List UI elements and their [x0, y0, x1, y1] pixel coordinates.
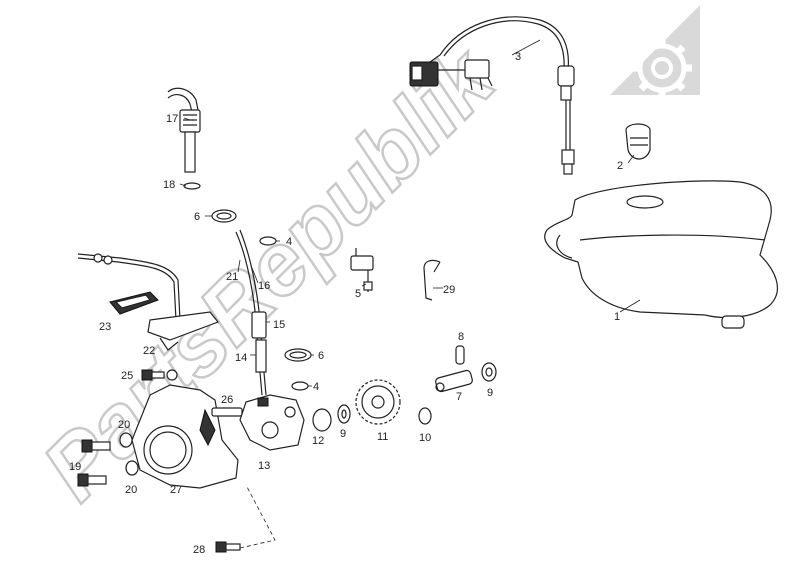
bolt-small-part[interactable]	[141, 369, 178, 381]
callout-26[interactable]: 26	[221, 394, 233, 406]
callout-20-lower[interactable]: 20	[125, 484, 137, 496]
logo-triangle	[610, 5, 700, 95]
leader-lines	[179, 39, 641, 387]
callout-17[interactable]: 17	[166, 113, 178, 125]
screw-part[interactable]	[215, 484, 276, 553]
tank-cap-part[interactable]	[625, 123, 651, 160]
washer-left-part[interactable]	[337, 404, 351, 424]
hose-clamp-lower-part[interactable]	[284, 348, 312, 362]
callout-14[interactable]: 14	[235, 352, 247, 364]
callout-21[interactable]: 21	[226, 271, 238, 283]
washer-right-part[interactable]	[481, 362, 497, 382]
callout-6-lower[interactable]: 6	[318, 350, 324, 362]
callout-25[interactable]: 25	[121, 370, 133, 382]
callout-27[interactable]: 27	[170, 484, 182, 496]
callout-22[interactable]: 22	[143, 345, 155, 357]
callouts: 1 2 3 4 4 5 6 6 7 8 9 9 10 11 12 13 14 1…	[69, 51, 623, 556]
cable-bracket-part[interactable]	[77, 253, 219, 351]
callout-8[interactable]: 8	[458, 331, 464, 343]
shaft-part[interactable]	[211, 407, 243, 417]
callout-12[interactable]: 12	[312, 435, 324, 447]
callout-16[interactable]: 16	[258, 280, 270, 292]
callout-2[interactable]: 2	[617, 160, 623, 172]
callout-23[interactable]: 23	[99, 321, 111, 333]
pin-part[interactable]	[455, 345, 465, 365]
callout-9-right[interactable]: 9	[487, 387, 493, 399]
callout-15[interactable]: 15	[273, 319, 285, 331]
callout-19[interactable]: 19	[69, 461, 81, 473]
callout-6-upper[interactable]: 6	[194, 211, 200, 223]
callout-7[interactable]: 7	[456, 391, 462, 403]
worm-shaft-part[interactable]	[435, 369, 473, 393]
bolt-washer-set-part[interactable]	[77, 432, 139, 487]
callout-13[interactable]: 13	[258, 460, 270, 472]
callout-11[interactable]: 11	[377, 431, 388, 443]
oil-level-sensor-part[interactable]	[409, 16, 575, 175]
drive-gear-part[interactable]	[355, 379, 401, 425]
watermark-logo	[610, 5, 700, 98]
oil-line-part[interactable]	[235, 229, 267, 396]
valve-part[interactable]	[350, 248, 374, 292]
callout-29[interactable]: 29	[443, 284, 455, 296]
circlip-part[interactable]	[418, 407, 432, 425]
callout-4-lower[interactable]: 4	[313, 381, 319, 393]
clip-part[interactable]	[423, 259, 441, 301]
oil-pump-part[interactable]	[239, 394, 305, 451]
callout-4-upper[interactable]: 4	[286, 236, 292, 248]
small-clip-lower-part[interactable]	[291, 381, 309, 391]
o-ring-part[interactable]	[312, 408, 332, 432]
oil-tank-part[interactable]	[544, 180, 779, 329]
callout-5[interactable]: 5	[355, 288, 361, 300]
hose-clamp-upper-part[interactable]	[211, 209, 237, 223]
callout-18[interactable]: 18	[163, 179, 175, 191]
breather-pipe-part[interactable]	[167, 87, 201, 190]
callout-1[interactable]: 1	[614, 311, 620, 323]
gear-icon	[632, 38, 692, 98]
callout-20-upper[interactable]: 20	[118, 419, 130, 431]
callout-3[interactable]: 3	[515, 51, 521, 63]
callout-9-left[interactable]: 9	[340, 428, 346, 440]
callout-10[interactable]: 10	[419, 432, 431, 444]
callout-28[interactable]: 28	[193, 544, 205, 556]
